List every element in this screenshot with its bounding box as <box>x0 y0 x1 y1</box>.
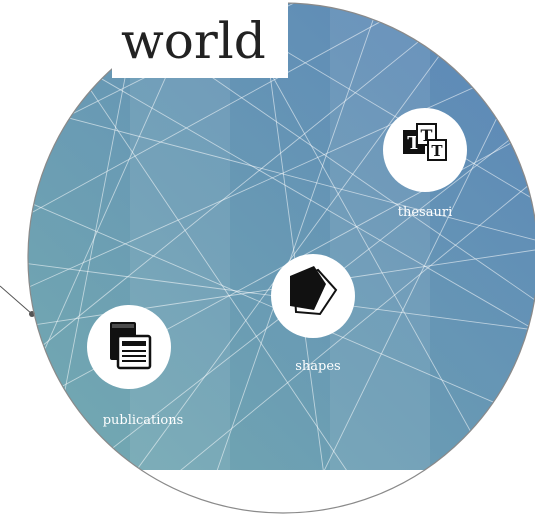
grid-line <box>299 39 535 513</box>
publications-icon <box>110 322 152 370</box>
grid-line <box>28 99 535 241</box>
svg-text:T: T <box>431 142 443 160</box>
node-label-thesauri: thesauri <box>398 205 452 220</box>
callout-line <box>0 285 33 315</box>
node-thesauri[interactable]: T T T thesauri <box>383 108 467 220</box>
node-label-shapes: shapes <box>295 359 340 374</box>
title-text: world <box>121 12 266 70</box>
node-label-publications: publications <box>103 413 184 428</box>
title-box <box>112 0 288 78</box>
grid-line <box>28 59 535 301</box>
grid-line <box>99 3 481 513</box>
shapes-icon <box>290 266 338 316</box>
grid-line <box>28 249 535 331</box>
node-shapes[interactable]: shapes <box>271 254 355 374</box>
thesaurus-icon: T T T <box>403 123 447 161</box>
grid-line <box>0 0 470 380</box>
grid-line <box>119 179 535 513</box>
node-publications[interactable]: publications <box>87 305 183 428</box>
grid-line <box>28 3 421 231</box>
grid-line <box>28 259 535 331</box>
grid-line <box>28 189 535 421</box>
